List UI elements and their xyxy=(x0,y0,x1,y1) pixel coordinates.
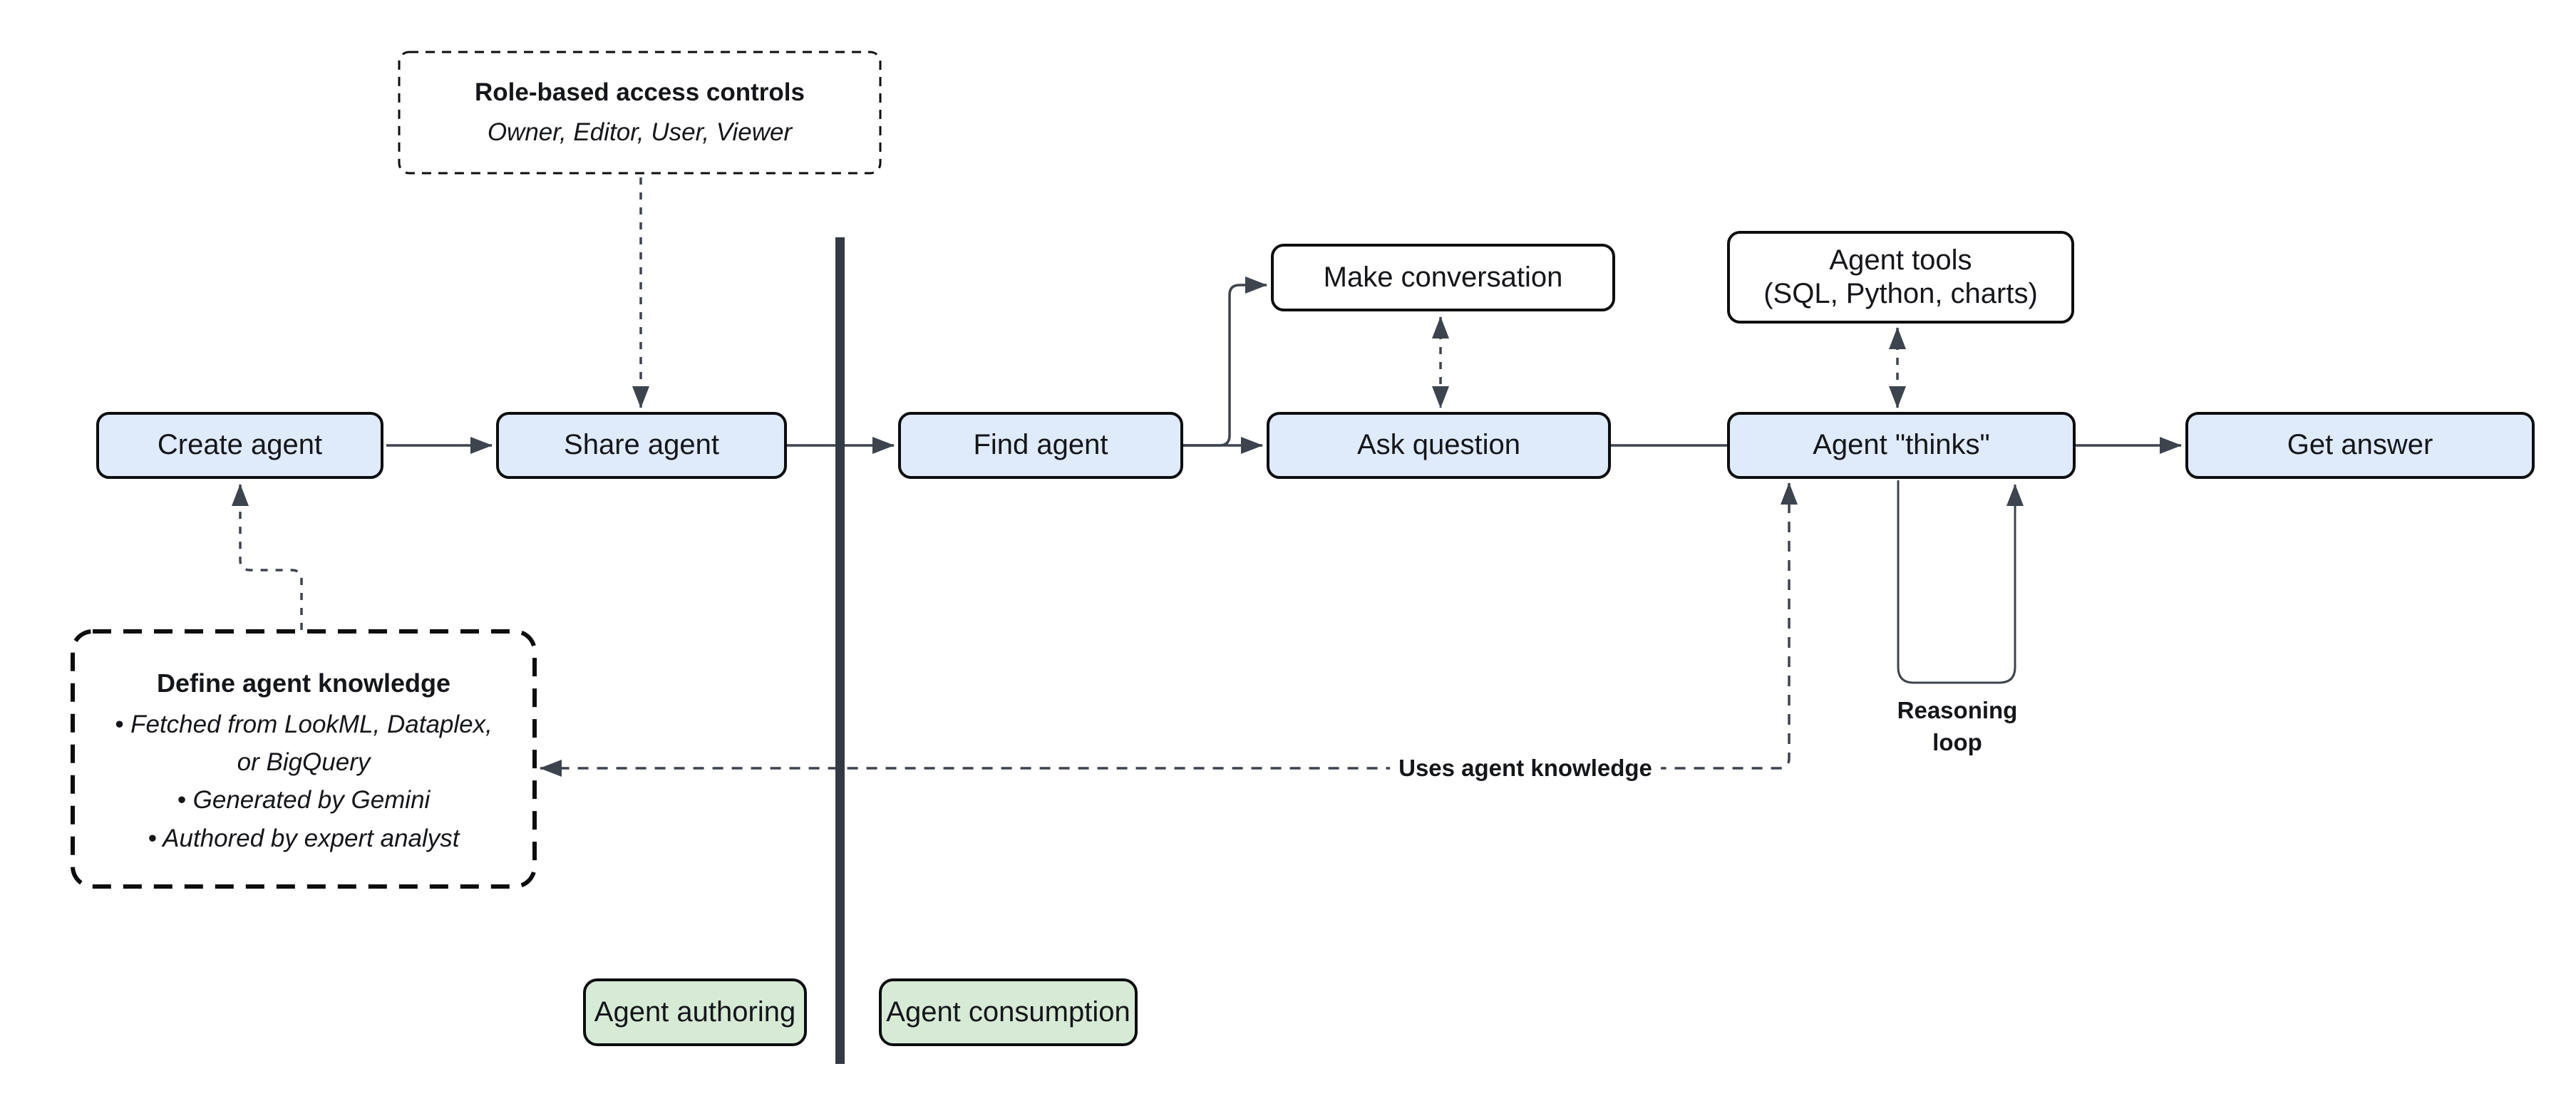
knowledge-bullet-analyst: Authored by expert analyst xyxy=(111,820,496,857)
node-agent-tools-sublabel: (SQL, Python, charts) xyxy=(1763,278,2038,309)
node-get-answer: Get answer xyxy=(2185,412,2535,479)
reasoning-loop-label-line1: Reasoning xyxy=(1897,697,2018,723)
node-share-agent: Share agent xyxy=(496,412,787,479)
define-knowledge-note: Define agent knowledge Fetched from Look… xyxy=(73,631,535,887)
knowledge-bullet-sources: Fetched from LookML, Dataplex, or BigQue… xyxy=(111,706,496,781)
define-knowledge-title: Define agent knowledge xyxy=(156,668,451,698)
node-find-agent-label: Find agent xyxy=(973,429,1108,461)
node-make-conversation-label: Make conversation xyxy=(1323,261,1563,293)
node-agent-tools-label: Agent tools xyxy=(1829,244,1972,276)
node-find-agent: Find agent xyxy=(898,412,1183,479)
uses-agent-knowledge-label: Uses agent knowledge xyxy=(1390,755,1661,782)
legend-agent-authoring-label: Agent authoring xyxy=(594,996,796,1028)
define-knowledge-bullets: Fetched from LookML, Dataplex, or BigQue… xyxy=(111,706,496,857)
node-agent-thinks-label: Agent "thinks" xyxy=(1813,429,1990,461)
node-create-agent-label: Create agent xyxy=(157,429,323,461)
node-create-agent: Create agent xyxy=(96,412,383,479)
legend-agent-consumption: Agent consumption xyxy=(879,978,1138,1046)
node-agent-thinks: Agent "thinks" xyxy=(1727,412,2076,479)
role-access-note: Role-based access controls Owner, Editor… xyxy=(399,52,880,173)
reasoning-loop-label: Reasoning loop xyxy=(1897,695,2018,758)
section-divider xyxy=(835,237,845,1064)
role-access-title: Role-based access controls xyxy=(475,78,805,106)
node-ask-question: Ask question xyxy=(1267,412,1611,479)
connector-uses-agent-knowledge xyxy=(540,482,1798,777)
node-share-agent-label: Share agent xyxy=(564,429,719,461)
role-access-roles: Owner, Editor, User, Viewer xyxy=(487,118,793,146)
connector-find-to-make-conversation xyxy=(1183,276,1267,447)
legend-agent-authoring: Agent authoring xyxy=(583,978,807,1046)
node-ask-question-label: Ask question xyxy=(1356,429,1521,461)
connector-reasoning-loop xyxy=(1897,480,2024,684)
node-make-conversation: Make conversation xyxy=(1271,244,1615,311)
legend-agent-consumption-label: Agent consumption xyxy=(886,996,1130,1028)
role-access-box-border xyxy=(398,51,882,175)
connector-knowledge-to-create xyxy=(232,484,303,630)
reasoning-loop-label-line2: loop xyxy=(1932,728,1982,755)
node-get-answer-label: Get answer xyxy=(2287,429,2433,461)
node-agent-tools: Agent tools (SQL, Python, charts) xyxy=(1727,231,2074,324)
knowledge-bullet-gemini: Generated by Gemini xyxy=(111,781,496,819)
